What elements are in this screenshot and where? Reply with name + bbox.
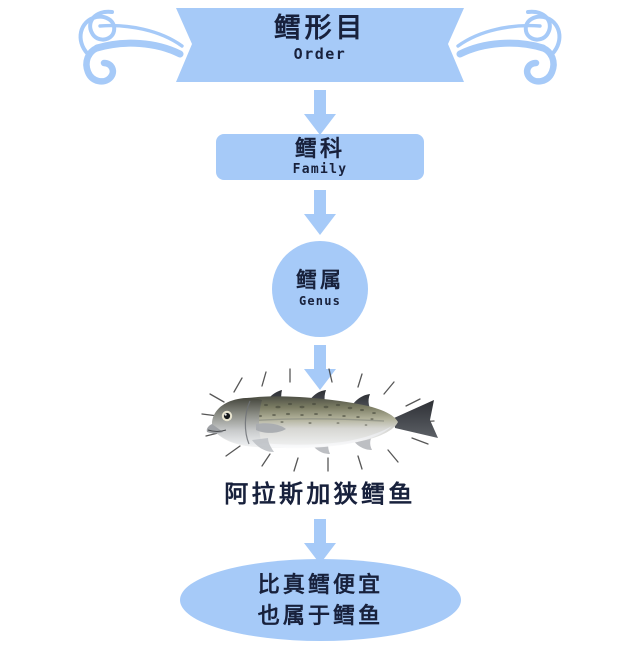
fish-tail-fin <box>394 400 438 438</box>
conclusion-line-2: 也属于鳕鱼 <box>257 602 384 628</box>
family-label-en: Family <box>292 162 348 178</box>
arrow-species-to-conclusion <box>302 519 338 567</box>
fish-pelvic-fin <box>252 438 274 452</box>
family-node: 鳕科 Family <box>216 134 424 180</box>
fish-head <box>212 397 262 445</box>
order-node: 鳕形目 Order <box>0 0 640 95</box>
down-arrow-icon <box>304 519 336 564</box>
conclusion-line-1: 比真鳕便宜 <box>257 572 384 598</box>
alaska-pollock-fish-illustration-icon <box>201 368 438 472</box>
down-arrow-icon <box>304 345 336 390</box>
family-label-cn: 鳕科 <box>294 136 346 162</box>
fish-eye-highlight <box>224 413 227 416</box>
species-label-cn: 阿拉斯加狭鳕鱼 <box>224 481 416 508</box>
swirl-flourish-left-icon <box>78 9 184 85</box>
genus-label-en: Genus <box>298 294 342 309</box>
arrow-genus-to-species <box>302 345 338 393</box>
down-arrow-icon <box>304 90 336 135</box>
swirl-flourish-right-icon <box>456 9 562 85</box>
genus-label-cn: 鳕属 <box>296 269 344 293</box>
fish-gill-line <box>244 400 251 445</box>
fish-pectoral-fin <box>256 423 286 433</box>
fish-belly <box>222 426 392 449</box>
down-arrow-icon <box>304 190 336 235</box>
order-banner-shape <box>176 8 464 82</box>
arrow-family-to-genus <box>302 190 338 238</box>
arrow-order-to-family <box>302 90 338 138</box>
genus-node: 鳕属 Genus <box>272 241 368 337</box>
fish-mouth <box>207 429 227 433</box>
conclusion-node: 比真鳕便宜 也属于鳕鱼 <box>180 559 461 641</box>
order-banner-graphic <box>78 8 562 85</box>
species-illustration <box>182 366 458 476</box>
species-caption: 阿拉斯加狭鳕鱼 <box>0 482 640 507</box>
